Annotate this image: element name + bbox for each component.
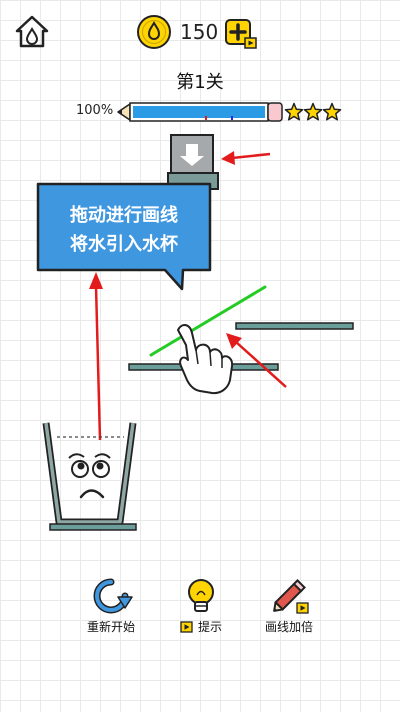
star-icon bbox=[284, 102, 304, 121]
pencil-progress-bar bbox=[117, 102, 283, 122]
coin-count: 150 bbox=[180, 20, 219, 44]
hint-button[interactable]: 提示 bbox=[156, 576, 246, 636]
pencil-icon bbox=[273, 579, 309, 614]
water-dispenser bbox=[167, 134, 219, 190]
tooltip-line-2: 将水引入水杯 bbox=[70, 233, 179, 255]
lightbulb-icon bbox=[188, 579, 214, 612]
water-cup bbox=[42, 422, 137, 526]
hint-label: 提示 bbox=[198, 620, 223, 634]
level-title: 第1关 bbox=[176, 72, 224, 93]
double-line-button[interactable]: 画线加倍 bbox=[244, 576, 334, 636]
home-icon bbox=[15, 15, 49, 48]
tooltip-line-1: 拖动进行画线 bbox=[70, 204, 178, 226]
hand-pointer-icon bbox=[177, 324, 234, 395]
coin-icon bbox=[136, 14, 172, 50]
hint-arrow bbox=[89, 272, 103, 441]
hint-arrow bbox=[221, 151, 271, 165]
star-icon bbox=[322, 102, 342, 121]
restart-icon bbox=[93, 578, 133, 614]
drawn-line bbox=[149, 285, 267, 357]
platform bbox=[235, 322, 354, 330]
progress-fill bbox=[133, 106, 265, 118]
restart-label: 重新开始 bbox=[86, 620, 135, 634]
hint-arrow bbox=[226, 333, 287, 388]
add-coins-button[interactable] bbox=[224, 18, 258, 50]
restart-button[interactable]: 重新开始 bbox=[66, 576, 156, 636]
progress-percent: 100% bbox=[76, 103, 114, 118]
video-icon bbox=[180, 620, 193, 633]
star-icon bbox=[303, 102, 323, 121]
home-button[interactable] bbox=[12, 12, 52, 52]
level-stars bbox=[284, 102, 342, 121]
sad-face bbox=[68, 453, 111, 499]
tutorial-tooltip: 拖动进行画线 将水引入水杯 bbox=[36, 182, 212, 291]
double-line-label: 画线加倍 bbox=[264, 620, 313, 634]
platform bbox=[49, 523, 137, 531]
